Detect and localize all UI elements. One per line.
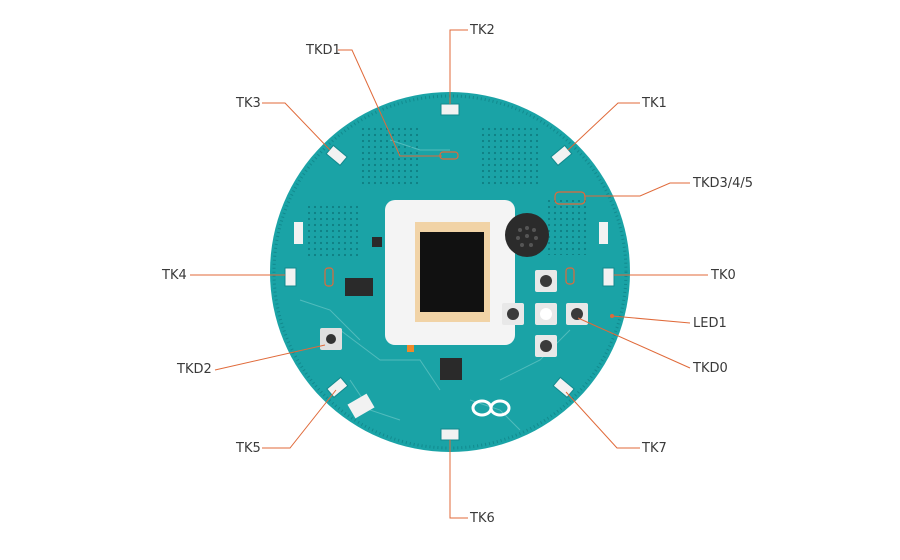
leader-tk5 — [262, 389, 337, 449]
proto-area-top-right — [480, 125, 540, 185]
leader-tk2 — [449, 29, 468, 104]
leader-tkd1 — [338, 49, 442, 157]
label-led1: LED1 — [693, 316, 727, 331]
proto-area-right — [545, 200, 590, 255]
label-tk7: TK7 — [642, 441, 667, 456]
label-tk4: TK4 — [162, 268, 187, 283]
proto-area-left — [305, 205, 360, 260]
connector-right — [599, 222, 608, 244]
label-tk3: TK3 — [236, 96, 261, 111]
arduino-logo — [471, 399, 511, 417]
label-tk2: TK2 — [470, 23, 495, 38]
leader-led1 — [611, 315, 691, 324]
label-tk5: TK5 — [236, 441, 261, 456]
label-tkd345: TKD3/4/5 — [693, 176, 754, 191]
leader-tk3 — [262, 102, 331, 151]
label-tkd1: TKD1 — [306, 43, 341, 58]
leader-tkd2 — [214, 344, 326, 371]
label-tk0: TK0 — [711, 268, 736, 283]
chip-bottom — [440, 358, 462, 380]
leader-tk6 — [449, 440, 468, 519]
label-tkd2: TKD2 — [177, 362, 212, 377]
leader-lines — [190, 29, 708, 519]
speaker-holes — [516, 226, 538, 247]
chip-left — [345, 278, 373, 296]
connector-left — [294, 222, 303, 244]
leader-dots — [610, 314, 614, 318]
leader-tk1 — [567, 102, 640, 151]
leader-tkd345 — [584, 182, 690, 197]
connector-bottom-left — [347, 393, 375, 419]
led-orange — [407, 345, 414, 352]
label-tk6: TK6 — [470, 511, 495, 526]
chip-small — [372, 237, 382, 247]
leader-tk7 — [565, 391, 640, 449]
leader-tkd0 — [577, 317, 691, 369]
label-tk1: TK1 — [642, 96, 667, 111]
label-tkd0: TKD0 — [693, 361, 728, 376]
tk-connectors — [284, 103, 615, 441]
lcd-screen — [420, 232, 484, 312]
